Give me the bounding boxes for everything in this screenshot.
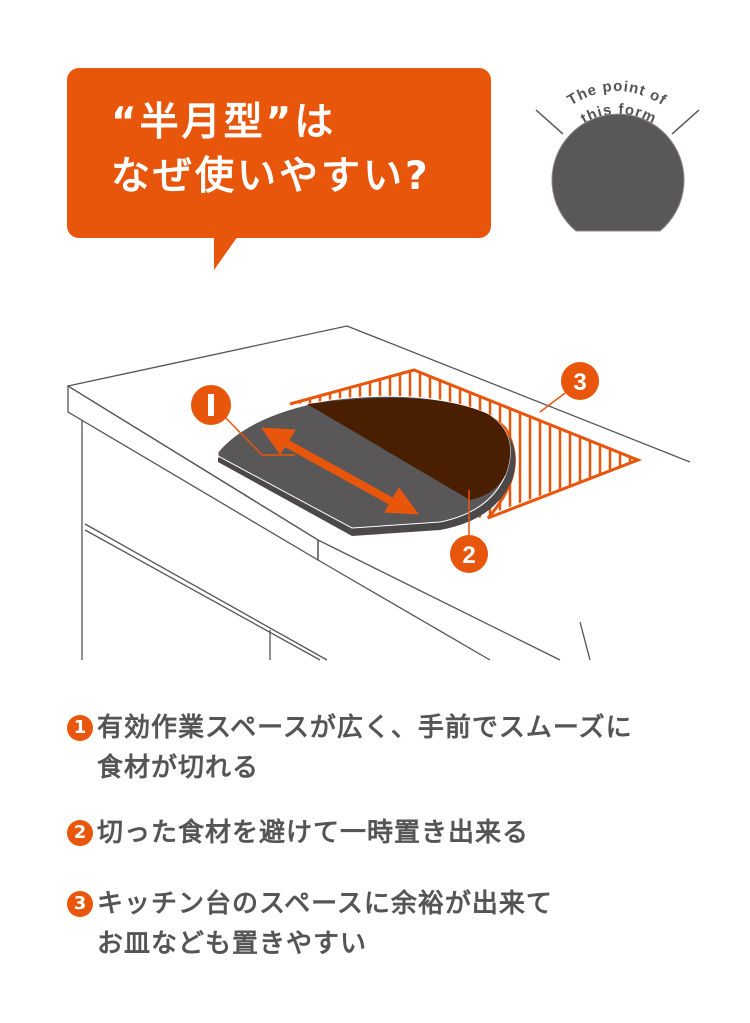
marker-3: 3	[539, 362, 599, 413]
feature-item-1: 1 有効作業スペースが広く、手前でスムーズに 食材が切れる	[67, 708, 633, 788]
double-arrow-icon	[261, 427, 420, 515]
title-line-1: “半月型”は	[111, 100, 337, 145]
feature-number-badge: 3	[67, 891, 93, 917]
feature-number-badge: 1	[67, 715, 93, 741]
svg-text:2: 2	[462, 542, 475, 569]
half-moon-board-icon	[551, 113, 685, 232]
feature-text-cont: お皿なども置きやすい	[97, 929, 368, 959]
svg-text:3: 3	[573, 369, 586, 396]
feature-text: 有効作業スペースが広く、手前でスムーズに	[97, 713, 633, 743]
marker-2: 2	[450, 490, 488, 573]
half-moon-cutting-board	[217, 395, 516, 536]
feature-item-3: 3 キッチン台のスペースに余裕が出来て お皿なども置きやすい	[67, 884, 553, 964]
title-speech-bubble: “半月型”は なぜ使いやすい?	[67, 68, 491, 238]
counter-top	[67, 325, 691, 661]
marker-1	[191, 385, 295, 456]
page-title: “半月型”は なぜ使いやすい?	[111, 96, 431, 204]
kitchen-illustration: 2 3	[67, 325, 691, 661]
title-line-2: なぜ使いやすい?	[111, 154, 431, 199]
feature-item-2: 2 切った食材を避けて一時置き出来る	[67, 813, 529, 853]
form-point-badge: The point of this form	[535, 78, 700, 232]
feature-text-cont: 食材が切れる	[97, 753, 260, 783]
bubble-tail	[214, 236, 238, 270]
feature-text: キッチン台のスペースに余裕が出来て	[97, 889, 553, 919]
feature-number-badge: 2	[67, 820, 93, 846]
feature-text: 切った食材を避けて一時置き出来る	[97, 818, 530, 848]
